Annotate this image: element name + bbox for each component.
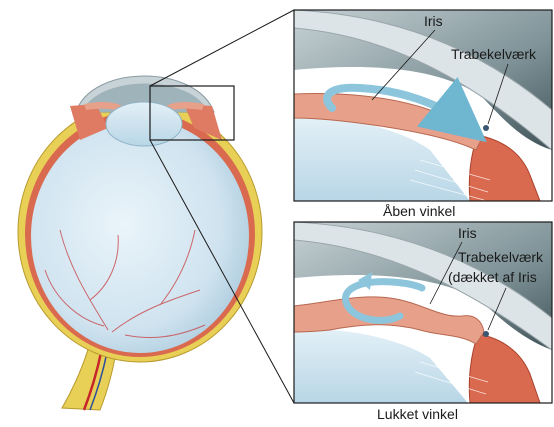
- caption-closed-angle: Lukket vinkel: [377, 406, 458, 422]
- vitreous-body: [31, 119, 249, 353]
- label-trabecular-bottom-line2: (dækket af Iris: [448, 269, 537, 285]
- label-trabecular-bottom-line1: Trabekelværk: [458, 249, 544, 265]
- panel-open-angle: Iris Trabekelværk Åben vinkel: [294, 10, 552, 219]
- label-iris-bottom: Iris: [458, 225, 477, 241]
- trabecular-meshwork-closed: [483, 331, 489, 337]
- label-iris-top: Iris: [424, 13, 443, 29]
- trabecular-meshwork: [483, 125, 489, 131]
- lens: [106, 102, 182, 146]
- connector-line-top: [150, 10, 294, 86]
- caption-open-angle: Åben vinkel: [383, 203, 455, 219]
- label-trabecular-top: Trabekelværk: [451, 46, 537, 62]
- eye-cross-section: [18, 76, 262, 410]
- panel-closed-angle: Iris Trabekelværk (dækket af Iris Lukket…: [294, 222, 552, 422]
